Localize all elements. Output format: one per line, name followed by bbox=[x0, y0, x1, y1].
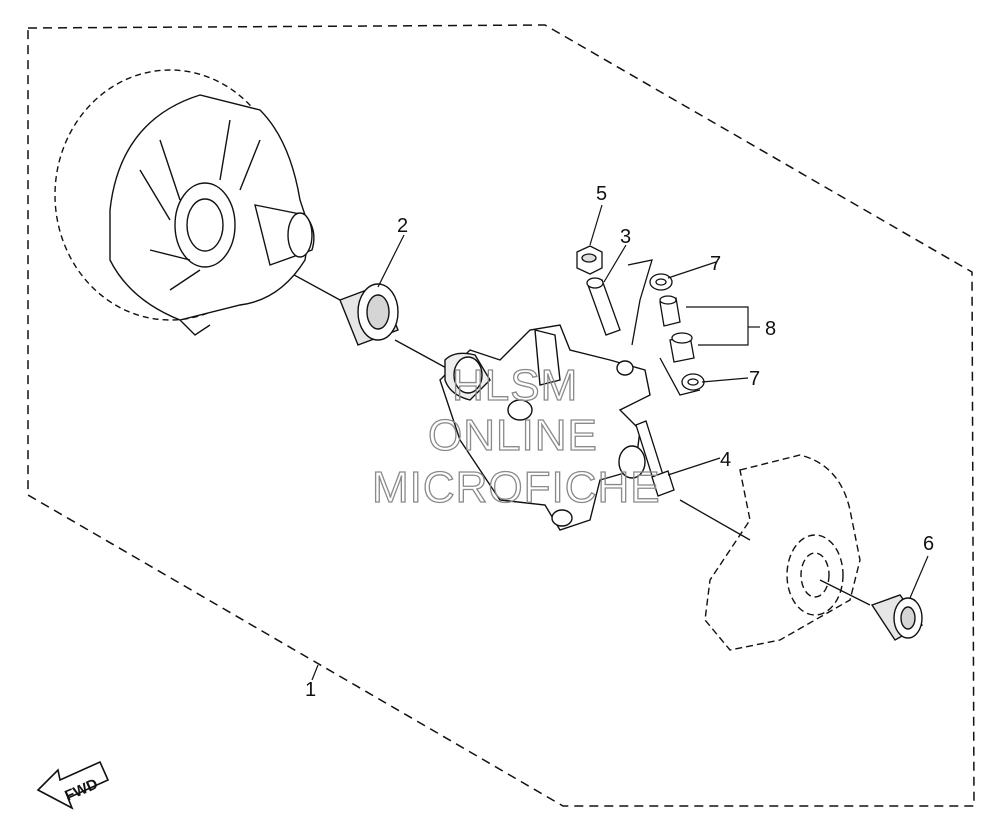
leader-lines bbox=[311, 204, 929, 681]
callout-3: 3 bbox=[620, 226, 631, 248]
small-bushing-part bbox=[870, 594, 924, 641]
watermark-line-1: HLSM bbox=[452, 361, 578, 410]
back-plate bbox=[704, 454, 861, 651]
callout-4: 4 bbox=[720, 449, 731, 471]
callout-7-top: 7 bbox=[710, 253, 721, 275]
callout-8: 8 bbox=[765, 318, 776, 340]
callout-1: 1 bbox=[305, 679, 316, 701]
watermark: HLSM ONLINE MICROFICHE bbox=[371, 360, 661, 512]
nut-part bbox=[576, 245, 603, 275]
pulley-housing bbox=[54, 69, 315, 336]
watermark-line-2: ONLINE bbox=[428, 411, 598, 460]
callout-5: 5 bbox=[596, 183, 607, 205]
callout-7-bottom: 7 bbox=[749, 368, 760, 390]
bolt-part bbox=[635, 420, 675, 497]
fwd-arrow-icon: FWD bbox=[36, 760, 110, 810]
spider-hub bbox=[439, 324, 651, 531]
washers-and-rollers bbox=[627, 259, 705, 396]
assembly-boundary bbox=[27, 24, 975, 807]
bushing-part bbox=[339, 283, 399, 346]
collar-part bbox=[586, 277, 621, 336]
callout-2: 2 bbox=[397, 215, 408, 237]
callout-6: 6 bbox=[923, 533, 934, 555]
watermark-line-3: MICROFICHE bbox=[372, 463, 661, 512]
